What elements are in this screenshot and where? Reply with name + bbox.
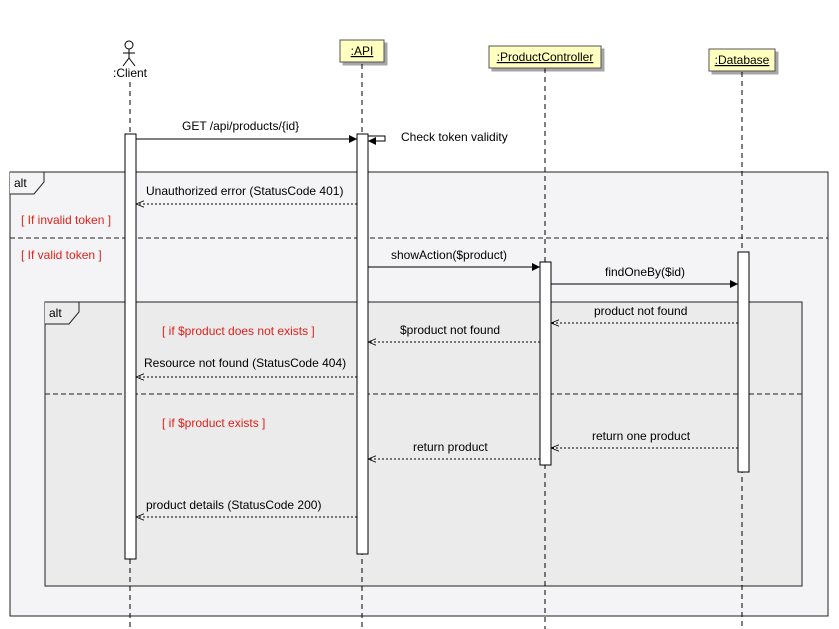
participant-database-label: :Database [715,53,770,67]
participant-client-label: :Client [113,66,148,80]
activation-client [124,133,137,560]
message-resource-not-found-label: Resource not found (StatusCode 404) [144,356,346,370]
message-find-one-by-label: findOneBy($id) [605,265,685,279]
participant-controller: :ProductController [488,45,602,69]
alt-operator-tab-inner [45,301,80,325]
activation-database [737,251,750,473]
message-unauthorized-label: Unauthorized error (StatusCode 401) [146,184,343,198]
message-product-not-found-ctrl-label: $product not found [400,323,500,337]
guard-invalid-token: [ If invalid token ] [21,213,111,227]
message-product-not-found-db-label: product not found [594,304,687,318]
guard-valid-token: [ If valid token ] [21,248,102,262]
message-get-request-label: GET /api/products/{id} [182,119,299,133]
return-messages [136,204,738,517]
message-return-product-label: return product [413,440,488,454]
message-show-action-label: showAction($product) [391,248,507,262]
activation-api [356,133,369,555]
message-return-one-product-label: return one product [592,429,691,443]
alt-operator-label: alt [14,176,27,190]
guard-product-not-exists: [ if $product does not exists ] [162,324,315,338]
message-check-token-arrow [368,135,386,145]
message-product-details-label: product details (StatusCode 200) [146,498,321,512]
participant-controller-label: :ProductController [497,50,594,64]
alt-fragment-inner: alt [44,301,803,587]
message-check-token-label: Check token validity [401,130,508,144]
guard-product-exists: [ if $product exists ] [162,416,265,430]
participant-database: :Database [708,48,776,72]
alt-operator-label-inner: alt [49,306,62,320]
activation-controller [539,261,552,466]
alt-operator-tab [10,171,45,195]
actor-icon [122,40,136,67]
call-messages [136,135,738,288]
participant-api-label: :API [351,44,374,58]
participant-api: :API [339,39,385,63]
